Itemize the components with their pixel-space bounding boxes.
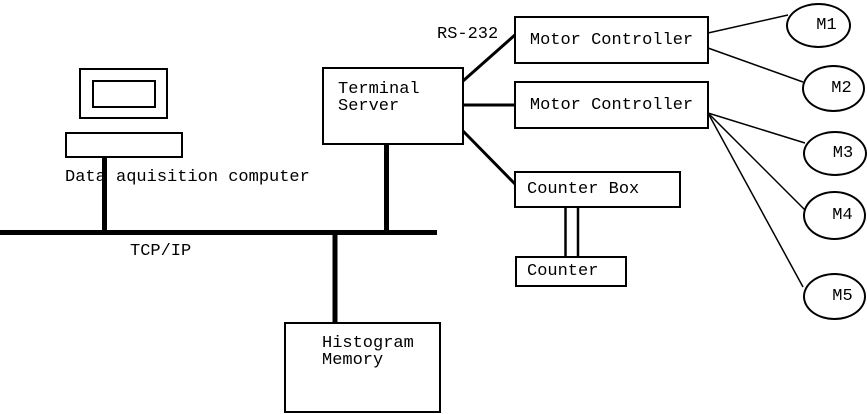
mc2-to-m3-line [707,112,806,144]
histogram-memory-box: Histogram Memory [284,322,441,413]
motor-m5-label: M5 [832,287,853,306]
ts-to-motor-controller-1-line [462,32,517,83]
counter-box: Counter [515,256,627,287]
motor-m3-ellipse: M3 [803,131,867,176]
counter-label: Counter [527,262,599,281]
tcpip-label: TCP/IP [130,242,192,261]
motor-m4-ellipse: M4 [803,191,866,240]
computer-screen-icon [92,80,156,108]
motor-m1-label: M1 [816,16,837,35]
mc2-to-m5-line [707,112,804,288]
mc2-to-m4-line [707,112,806,211]
mc1-to-m2-line [707,47,804,83]
motor-m1-ellipse: M1 [786,3,851,48]
motor-m5-ellipse: M5 [803,273,866,320]
motor-m4-label: M4 [832,206,853,225]
motor-controller-1-label: Motor Controller [529,30,694,50]
terminal-server-box: Terminal Server [322,67,464,145]
ts-to-counter-box-line [461,129,517,186]
mc1-to-m1-line [707,14,789,34]
terminal-server-label-line1: Terminal [338,80,420,99]
motor-controller-2-box: Motor Controller [514,81,709,129]
counter-box-label: Counter Box [527,180,640,199]
terminal-server-label-line2: Server [338,97,400,116]
motor-controller-2-label: Motor Controller [529,95,694,115]
motor-m2-label: M2 [831,79,852,98]
counter-box-box: Counter Box [514,171,681,208]
histogram-memory-label-line2: Memory [322,351,384,370]
rs232-label: RS-232 [437,25,499,44]
motor-m3-label: M3 [832,144,854,163]
motor-controller-1-box: Motor Controller [514,16,709,64]
data-acquisition-label: Data aquisition computer [65,168,310,187]
computer-keyboard-icon [65,132,183,158]
histogram-memory-label-line1: Histogram [322,334,414,353]
motor-m2-ellipse: M2 [802,65,865,112]
